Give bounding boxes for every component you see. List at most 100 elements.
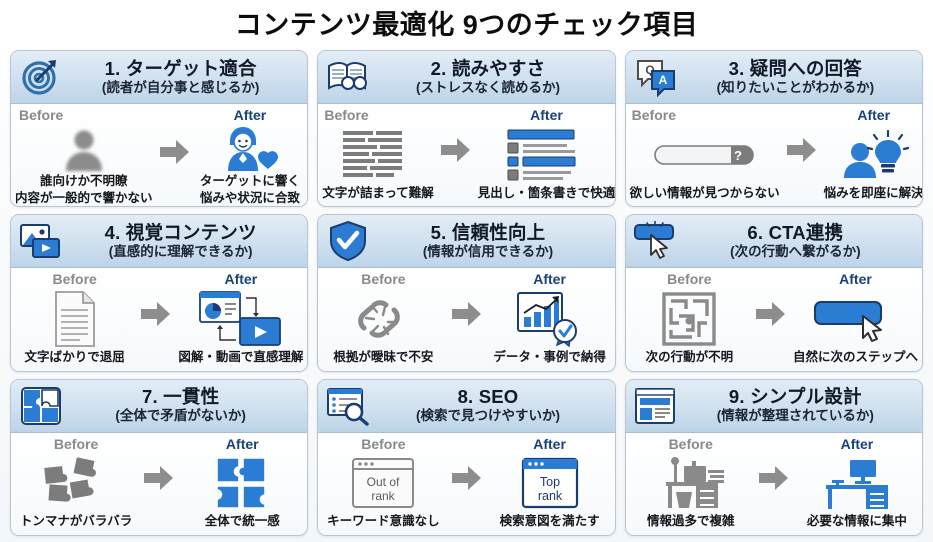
- card-7-title: 7. 一貫性: [142, 386, 220, 408]
- card-3-answer-questions[interactable]: Q A 3. 疑問への回答 (知りたいことがわかるか) Before: [624, 50, 923, 208]
- card-3-before-caption: 欲しい情報が見つからない: [629, 185, 780, 200]
- maze-labyrinth: [630, 289, 749, 349]
- browser-window-top-rank: Top rank: [489, 454, 611, 514]
- right-arrow-icon: [451, 465, 482, 491]
- target-dart-icon: [18, 55, 64, 99]
- image-and-video-icon: [18, 219, 64, 263]
- card-9-simple-design[interactable]: 9. シンプル設計 (情報が整理されているか) Before: [624, 378, 923, 536]
- card-7-before-caption: トンマナがバラバラ: [19, 514, 133, 529]
- card-1-after-caption-1: ターゲットに響く: [199, 174, 300, 188]
- card-9-title: 9. シンプル設計: [728, 386, 862, 408]
- card-6-body: Before: [625, 268, 922, 371]
- card-2-readability[interactable]: 2. 読みやすさ (ストレスなく読めるか) Before: [317, 50, 616, 208]
- card-5-after-caption: データ・事例で納得: [493, 349, 606, 364]
- card-3-after: After: [823, 107, 923, 202]
- transition-arrow: [137, 436, 181, 531]
- after-label: After: [225, 435, 259, 452]
- shield-check-icon: [325, 219, 371, 263]
- card-8-titles: 8. SEO (検索で見つけやすいか): [371, 387, 608, 423]
- card-8-before: Before Out of rank キーワード意識なし: [322, 436, 444, 531]
- dense-text-block: [322, 125, 433, 185]
- before-label: Before: [19, 107, 64, 123]
- page-title: コンテンツ最適化 9つのチェック項目: [234, 10, 699, 40]
- card-5-before: Before: [322, 271, 444, 366]
- card-4-header: 4. 視覚コンテンツ (直感的に理解できるか): [11, 215, 308, 269]
- card-8-body: Before Out of rank キーワード意識なし: [318, 432, 615, 535]
- card-5-before-caption: 根拠が曖昧で不安: [333, 349, 434, 364]
- chart-and-video-player: [178, 289, 303, 349]
- card-9-before: Before: [630, 436, 752, 531]
- card-4-title: 4. 視覚コンテンツ: [104, 222, 257, 244]
- layout-wireframe-icon: [633, 384, 679, 428]
- card-7-header: 7. 一貫性 (全体で矛盾がないか): [11, 379, 308, 433]
- checklist-grid: 1. ターゲット適合 (読者が自分事と感じるか) Before: [10, 50, 923, 536]
- right-arrow-icon: [755, 301, 786, 327]
- card-2-after: After 見: [477, 107, 616, 202]
- card-1-before-caption-2: 内容が一般的で響かない: [15, 191, 153, 205]
- card-6-cta-linkage[interactable]: 6. CTA連携 (次の行動へ繋がるか) Before: [624, 214, 923, 372]
- click-button-cursor-icon: [633, 219, 679, 263]
- after-label: After: [839, 271, 872, 288]
- card-1-before: Before 誰向けか不明瞭 内容が一般的で響かない: [15, 107, 153, 206]
- transition-arrow: [445, 436, 489, 531]
- card-6-titles: 6. CTA連携 (次の行動へ繋がるか): [679, 223, 916, 259]
- before-label: Before: [361, 271, 406, 288]
- card-4-subtitle: (直感的に理解できるか): [108, 243, 253, 259]
- card-9-before-caption: 情報過多で複雑: [646, 514, 735, 529]
- svg-text:Q: Q: [645, 63, 654, 77]
- right-arrow-icon: [144, 465, 174, 491]
- card-1-target-fit[interactable]: 1. ターゲット適合 (読者が自分事と感じるか) Before: [10, 50, 309, 208]
- card-1-subtitle: (読者が自分事と感じるか): [101, 79, 260, 95]
- card-8-after-caption: 検索意図を満たす: [499, 514, 600, 529]
- card-4-visual-content[interactable]: 4. 視覚コンテンツ (直感的に理解できるか) Before: [10, 214, 309, 372]
- assembled-puzzle: [181, 454, 303, 514]
- blurred-person-silhouette: [15, 125, 153, 173]
- person-with-lightbulb: [824, 125, 922, 185]
- card-6-after-caption: 自然に次のステップへ: [792, 349, 918, 364]
- before-label: Before: [631, 107, 677, 123]
- card-5-titles: 5. 信頼性向上 (情報が信用できるか): [371, 223, 608, 259]
- cluttered-desk: [630, 454, 752, 514]
- card-7-titles: 7. 一貫性 (全体で矛盾がないか): [64, 386, 301, 423]
- after-label: After: [224, 271, 258, 288]
- right-arrow-icon: [440, 137, 471, 163]
- card-2-after-caption: 見出し・箇条書きで快適: [477, 185, 616, 200]
- bar-chart-with-award-ribbon: [489, 289, 611, 349]
- headings-and-bullets: [478, 125, 615, 185]
- browser-window-out-of-rank: Out of rank: [322, 454, 444, 514]
- card-1-after-caption-2: 悩みや状況に合致: [199, 191, 300, 205]
- card-7-after-caption: 全体で統一感: [204, 514, 280, 529]
- card-2-body: Before: [318, 104, 616, 207]
- card-2-before-caption: 文字が詰まって難解: [322, 185, 434, 200]
- card-5-header: 5. 信頼性向上 (情報が信用できるか): [318, 215, 615, 269]
- plain-text-document: [15, 289, 134, 349]
- card-5-after: After: [489, 271, 611, 366]
- card-7-consistency[interactable]: 7. 一貫性 (全体で矛盾がないか) Before: [10, 378, 309, 536]
- card-8-header: 8. SEO (検索で見つけやすいか): [318, 379, 615, 433]
- card-4-before-caption: 文字ばかりで退屈: [24, 349, 125, 364]
- card-8-before-art-text-1: Out of: [367, 475, 400, 489]
- before-label: Before: [52, 271, 97, 288]
- card-8-seo[interactable]: 8. SEO (検索で見つけやすいか) Before Out of: [317, 378, 616, 536]
- after-label: After: [533, 435, 566, 452]
- transition-arrow: [445, 271, 489, 366]
- card-9-after-caption: 必要な情報に集中: [806, 514, 907, 529]
- open-book-glasses-icon: [325, 55, 371, 99]
- card-7-body: Before トンマナがバラバラ: [11, 432, 308, 535]
- transition-arrow: [134, 271, 178, 366]
- card-4-after-caption: 図解・動画で直感理解: [178, 349, 304, 364]
- after-label: After: [840, 435, 874, 452]
- right-arrow-icon: [451, 301, 482, 327]
- broken-chain-link: [322, 289, 444, 349]
- before-label: Before: [667, 271, 712, 288]
- card-5-credibility[interactable]: 5. 信頼性向上 (情報が信用できるか) Before: [317, 214, 616, 372]
- card-5-body: Before: [318, 268, 615, 371]
- card-8-after-art-text-1: Top: [540, 475, 560, 489]
- card-6-subtitle: (次の行動へ繋がるか): [730, 243, 861, 259]
- empty-search-bar-with-question-mark: ?: [630, 125, 780, 185]
- tidy-desk-with-monitor: [796, 454, 918, 514]
- card-6-before-caption: 次の行動が不明: [645, 349, 734, 364]
- card-3-after-caption: 悩みを即座に解決: [823, 185, 923, 200]
- card-9-after: After: [796, 436, 918, 531]
